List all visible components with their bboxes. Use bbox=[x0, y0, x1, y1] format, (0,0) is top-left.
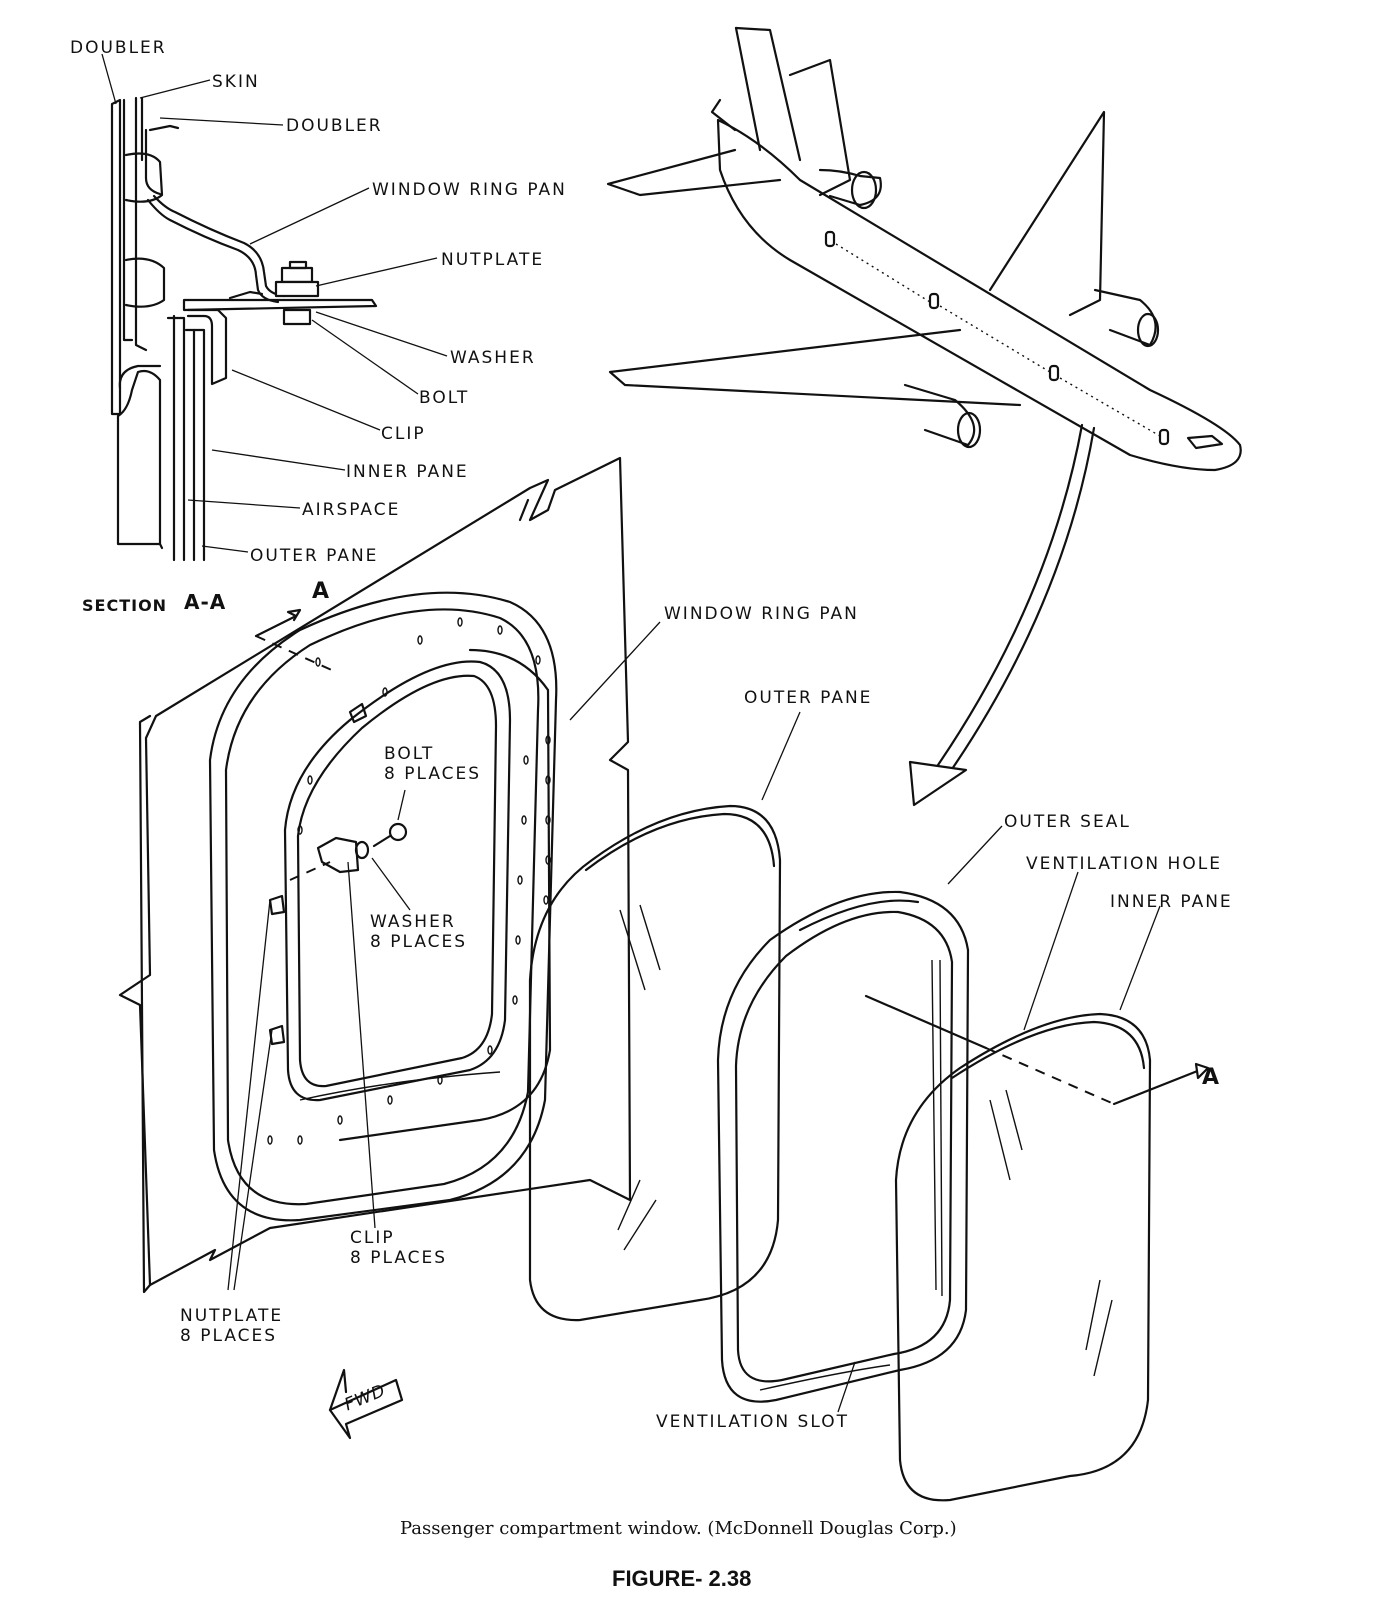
section-marker-top: A bbox=[312, 579, 331, 604]
label-doubler-right: DOUBLER bbox=[286, 116, 383, 136]
label-nutplate-section: NUTPLATE bbox=[441, 250, 545, 270]
label-airspace: AIRSPACE bbox=[302, 500, 401, 520]
label-outer-seal: OUTER SEAL bbox=[1004, 812, 1131, 832]
label-washer-8-places: WASHER 8 PLACES bbox=[370, 912, 468, 952]
outer-seal-drawing bbox=[716, 825, 1003, 1413]
label-nutplate-8-places: NUTPLATE 8 PLACES bbox=[180, 1306, 284, 1346]
skin-panel-drawing bbox=[118, 456, 661, 1294]
label-clip-8-places: CLIP 8 PLACES bbox=[350, 1228, 448, 1268]
section-aa-drawing bbox=[101, 53, 448, 562]
label-inner-pane: INNER PANE bbox=[1110, 892, 1233, 912]
figure-number: FIGURE- 2.38 bbox=[612, 1566, 752, 1591]
section-id: A-A bbox=[184, 590, 227, 614]
label-window-ring-pan-section: WINDOW RING PAN bbox=[372, 180, 567, 200]
label-window-ring-pan: WINDOW RING PAN bbox=[664, 604, 859, 624]
label-outer-pane: OUTER PANE bbox=[744, 688, 873, 708]
label-skin: SKIN bbox=[212, 72, 260, 92]
section-marker-bottom: A bbox=[1202, 1065, 1221, 1090]
label-inner-pane-section: INNER PANE bbox=[346, 462, 469, 482]
label-ventilation-slot: VENTILATION SLOT bbox=[656, 1412, 849, 1432]
airplane-drawing bbox=[606, 26, 1242, 807]
label-clip-section: CLIP bbox=[381, 424, 426, 444]
label-ventilation-hole: VENTILATION HOLE bbox=[1026, 854, 1222, 874]
label-washer-section: WASHER bbox=[450, 348, 536, 368]
section-title: SECTION bbox=[82, 596, 168, 615]
inner-pane-drawing bbox=[864, 871, 1210, 1502]
label-doubler-left: DOUBLER bbox=[70, 38, 167, 58]
outer-pane-drawing bbox=[528, 711, 801, 1322]
label-outer-pane-section: OUTER PANE bbox=[250, 546, 379, 566]
figure-caption: Passenger compartment window. (McDonnell… bbox=[400, 1518, 957, 1539]
label-bolt-8-places: BOLT 8 PLACES bbox=[384, 744, 482, 784]
fwd-arrow bbox=[328, 1368, 404, 1440]
label-bolt-section: BOLT bbox=[419, 388, 470, 408]
